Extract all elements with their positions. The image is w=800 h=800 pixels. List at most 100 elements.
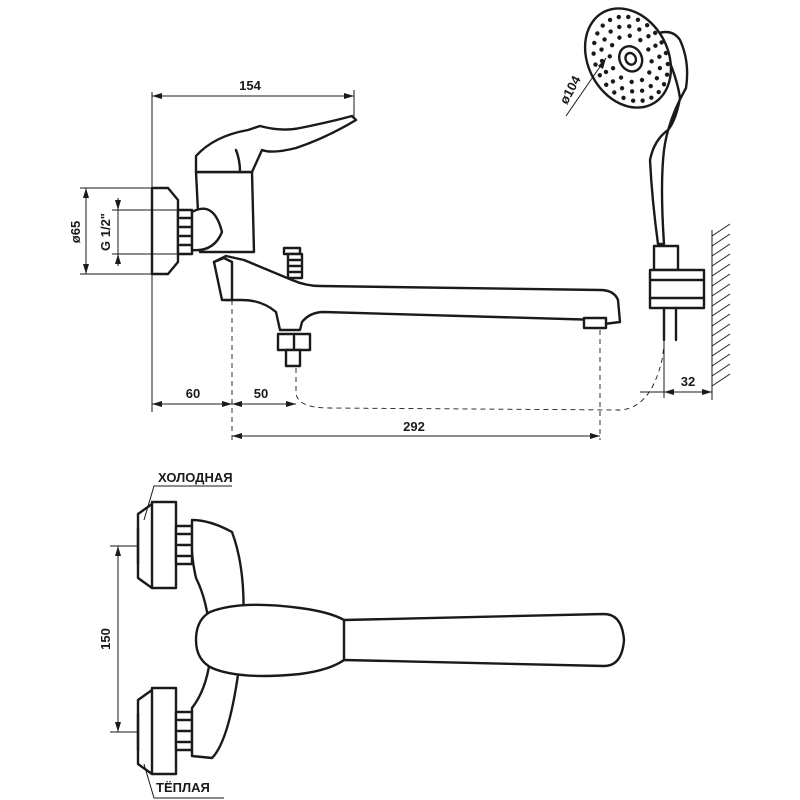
dim-wall-to-body-label: 60 <box>186 386 200 401</box>
nozzle-dot <box>640 98 645 103</box>
hatch-line <box>711 243 731 257</box>
hatch-line <box>711 323 731 337</box>
hatch-line <box>711 363 731 377</box>
dim-wall-offset-label: 32 <box>681 374 695 389</box>
nozzle-dot <box>654 76 660 81</box>
nozzle-dot <box>647 70 652 75</box>
dim-overall-width-label: 154 <box>239 78 261 93</box>
hatch-line <box>711 333 731 347</box>
nozzle-dot <box>665 61 670 67</box>
dim-escutcheon-label: ø65 <box>68 221 83 243</box>
nozzle-dot <box>612 90 617 95</box>
dim-showerhead-label: ø104 <box>556 73 584 107</box>
warm-label-group: ТЁПЛАЯ <box>143 763 224 799</box>
nozzle-dot <box>619 86 625 91</box>
hatch-line <box>711 273 731 287</box>
cold-label: ХОЛОДНАЯ <box>158 470 233 485</box>
dim-inlet-spacing: 150 <box>98 545 138 733</box>
nozzle-dot <box>638 37 643 43</box>
nozzle-dot <box>592 40 597 46</box>
warm-label: ТЁПЛАЯ <box>156 780 210 795</box>
nozzle-dot <box>652 30 658 36</box>
nozzle-dot <box>653 43 658 48</box>
nozzle-dot <box>604 82 609 87</box>
warm-inlet <box>136 686 194 776</box>
nozzle-dot <box>656 89 661 95</box>
nozzle-dot <box>659 40 664 45</box>
dim-overall-width: 154 <box>152 78 355 118</box>
wall-hatch <box>711 223 731 387</box>
top-view: 150 ХОЛОДНАЯ ТЁПЛАЯ <box>98 470 626 799</box>
wall-escutcheon <box>150 186 194 276</box>
nozzle-dot <box>607 54 612 59</box>
nozzle-dot <box>635 17 641 22</box>
nozzle-dot <box>591 51 596 56</box>
hose-path <box>295 345 665 411</box>
nozzle-dot <box>595 31 600 36</box>
cold-label-group: ХОЛОДНАЯ <box>143 470 233 521</box>
nozzle-dot <box>616 14 621 20</box>
hatch-line <box>711 283 731 297</box>
hand-shower <box>583 7 689 246</box>
nozzle-dot <box>644 22 650 28</box>
showerhead-nozzles <box>591 14 670 103</box>
nozzle-dot <box>617 24 622 30</box>
hatch-line <box>711 313 731 327</box>
nozzle-dot <box>617 35 622 40</box>
hatch-line <box>711 343 731 357</box>
nozzle-dot <box>607 17 613 23</box>
dim-wall-offset: 32 <box>640 340 712 398</box>
nozzle-dot <box>627 33 632 38</box>
nozzle-dot <box>593 62 598 67</box>
hatch-line <box>711 303 731 317</box>
dim-body-to-diverter-label: 50 <box>254 386 268 401</box>
nozzle-dot <box>663 50 669 56</box>
nozzle-dot <box>646 34 651 39</box>
hatch-line <box>711 373 731 387</box>
nozzle-dot <box>664 72 670 77</box>
dim-spout-length-label: 292 <box>403 419 425 434</box>
nozzle-dot <box>639 88 645 93</box>
nozzle-dot <box>661 82 667 87</box>
nozzle-dot <box>610 79 616 84</box>
nozzle-dot <box>597 73 603 78</box>
nozzle-dot <box>657 65 663 71</box>
nozzle-dot <box>618 75 624 80</box>
hatch-line <box>711 263 731 277</box>
mixer-body <box>190 114 358 254</box>
nozzle-dot <box>603 69 609 75</box>
nozzle-dot <box>630 98 636 103</box>
dim-escutcheon: ø65 G 1/2" <box>68 187 178 275</box>
hatch-line <box>711 223 731 237</box>
dim-offsets: 60 50 <box>152 386 296 407</box>
hatch-line <box>711 253 731 267</box>
nozzle-dot <box>609 42 615 48</box>
nozzle-dot <box>621 95 626 101</box>
nozzle-dot <box>649 59 654 64</box>
nozzle-dot <box>629 89 635 94</box>
nozzle-dot <box>602 37 607 42</box>
nozzle-dot <box>608 29 613 34</box>
cold-inlet <box>136 500 194 590</box>
nozzle-dot <box>637 27 642 32</box>
dim-thread-label: G 1/2" <box>98 213 113 251</box>
hatch-line <box>711 293 731 307</box>
spout-top <box>194 603 626 678</box>
nozzle-dot <box>639 77 645 83</box>
hatch-line <box>711 353 731 367</box>
nozzle-dot <box>649 95 654 100</box>
nozzle-dot <box>629 79 634 85</box>
nozzle-dot <box>648 83 653 89</box>
hatch-line <box>711 233 731 247</box>
shower-holder <box>648 223 731 400</box>
side-view: 154 ø65 G 1/2" ø104 <box>68 7 731 440</box>
nozzle-dot <box>599 47 604 52</box>
nozzle-dot <box>626 14 631 20</box>
nozzle-dot <box>600 23 605 28</box>
dim-inlet-spacing-label: 150 <box>98 628 113 650</box>
nozzle-dot <box>610 66 616 71</box>
dim-spout-length: 292 <box>232 419 600 439</box>
nozzle-dot <box>627 24 632 29</box>
nozzle-dot <box>657 54 662 59</box>
